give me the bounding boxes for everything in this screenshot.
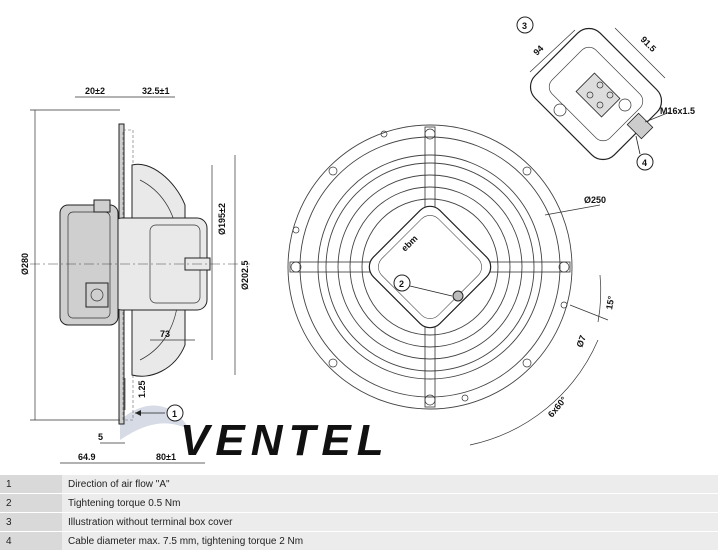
dim-diameter-280: Ø280 [20, 253, 30, 275]
dim-5: 5 [98, 432, 103, 442]
callout-2: 2 [399, 279, 404, 289]
notes-table: 1 Direction of air flow "A" 2 Tightening… [0, 475, 718, 551]
note-number: 2 [0, 493, 62, 513]
note-number: 4 [0, 531, 62, 551]
dim-94: 94 [531, 43, 545, 57]
side-view: Ø280 20±2 32.5±1 Ø195±2 Ø202.5 73 1.25 5… [20, 86, 250, 464]
dim-73: 73 [160, 329, 170, 339]
callout-1-circle [166, 404, 184, 422]
terminal-box-detail: 94 91.5 M16x1.5 3 4 [516, 16, 695, 171]
dim-20: 20±2 [85, 86, 105, 96]
callout-1: 1 [172, 409, 177, 419]
dim-m16: M16x1.5 [660, 106, 695, 116]
dim-diameter-202-5: Ø202.5 [240, 260, 250, 290]
front-view: ebm 2 Ø250 15° Ø7 6x60° [287, 124, 616, 446]
dim-15-deg: 15° [604, 295, 616, 311]
note-text: Direction of air flow "A" [62, 475, 718, 494]
dim-6x60-deg: 6x60° [546, 394, 569, 419]
table-row: 3 Illustration without terminal box cove… [0, 512, 718, 532]
callout-2-circle [393, 274, 411, 292]
note-number: 1 [0, 475, 62, 494]
terminal-block [575, 72, 621, 118]
callout-4: 4 [642, 158, 647, 168]
dim-91-5: 91.5 [639, 34, 658, 53]
dim-1-25: 1.25 [137, 380, 147, 398]
callout-3-circle [516, 16, 534, 34]
outer-ring [287, 124, 573, 410]
table-row: 2 Tightening torque 0.5 Nm [0, 493, 718, 513]
note-text: Tightening torque 0.5 Nm [62, 493, 718, 513]
dim-80: 80±1 [156, 452, 176, 462]
cable-gland [85, 282, 109, 308]
motor-plate [368, 205, 492, 329]
note-number: 3 [0, 512, 62, 532]
dim-diameter-195: Ø195±2 [217, 203, 227, 235]
callout-4-circle [636, 153, 654, 171]
dim-diameter-7: Ø7 [574, 334, 588, 349]
terminal-gland [626, 112, 654, 140]
table-row: 1 Direction of air flow "A" [0, 475, 718, 494]
dim-diameter-250: Ø250 [584, 195, 606, 205]
watermark-text: VENTEL [180, 416, 390, 465]
callout-3: 3 [522, 21, 527, 31]
screw-holes [290, 128, 570, 406]
note-text: Cable diameter max. 7.5 mm, tightening t… [62, 531, 718, 551]
fan-technical-drawing: VENTEL Ø280 20±2 32.5±1 Ø195±2 [20, 16, 695, 465]
dim-32-5: 32.5±1 [142, 86, 169, 96]
dim-64-9: 64.9 [78, 452, 96, 462]
note-text: Illustration without terminal box cover [62, 512, 718, 532]
table-row: 4 Cable diameter max. 7.5 mm, tightening… [0, 531, 718, 551]
